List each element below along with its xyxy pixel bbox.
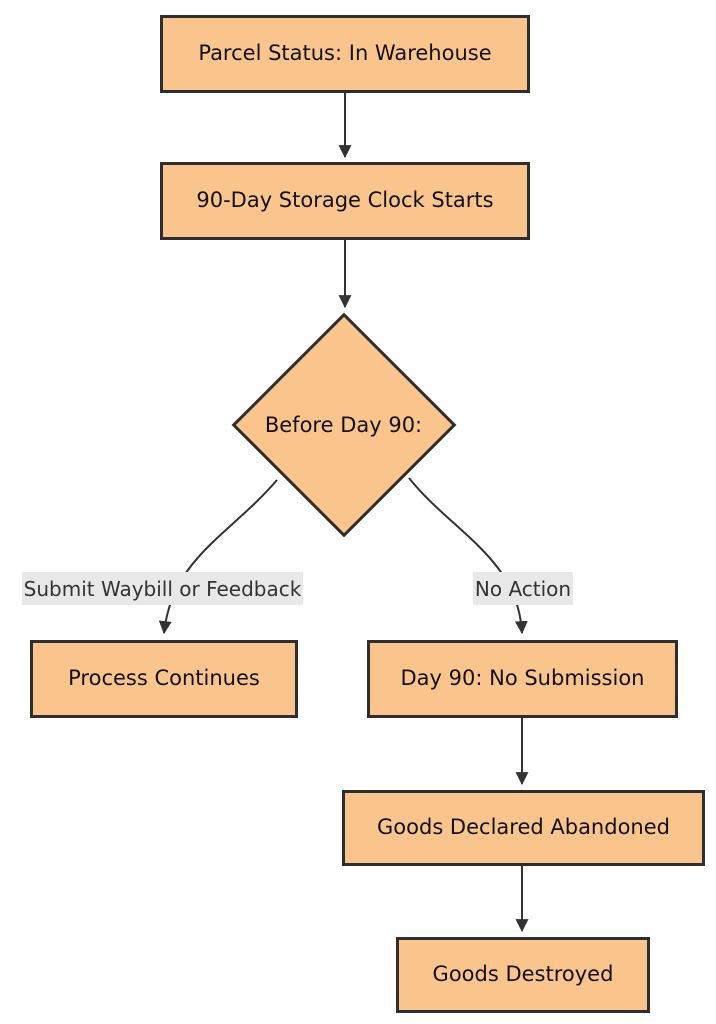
- edge-label-text: Submit Waybill or Feedback: [23, 576, 302, 601]
- edge-label-no-action: No Action: [473, 572, 573, 605]
- node-day90-no-submission: Day 90: No Submission: [367, 640, 678, 718]
- node-storage-clock: 90-Day Storage Clock Starts: [160, 162, 530, 240]
- node-label: Goods Destroyed: [432, 962, 614, 987]
- node-parcel-status: Parcel Status: In Warehouse: [160, 15, 530, 93]
- node-label: Before Day 90:: [264, 413, 423, 437]
- edge-label-text: No Action: [474, 576, 572, 601]
- node-label: Process Continues: [68, 666, 260, 691]
- node-before-day-90-decision: Before Day 90:: [230, 312, 457, 538]
- node-label: 90-Day Storage Clock Starts: [196, 188, 494, 213]
- edge-label-submit-waybill: Submit Waybill or Feedback: [22, 572, 303, 605]
- node-label: Day 90: No Submission: [400, 666, 645, 691]
- node-label: Goods Declared Abandoned: [377, 815, 670, 840]
- edge-decision-to-process: [158, 479, 278, 635]
- node-process-continues: Process Continues: [30, 640, 298, 718]
- node-goods-destroyed: Goods Destroyed: [396, 937, 650, 1013]
- node-label: Parcel Status: In Warehouse: [198, 41, 492, 66]
- edge-decision-to-nosubmission: [408, 477, 528, 635]
- node-goods-declared-abandoned: Goods Declared Abandoned: [342, 790, 705, 866]
